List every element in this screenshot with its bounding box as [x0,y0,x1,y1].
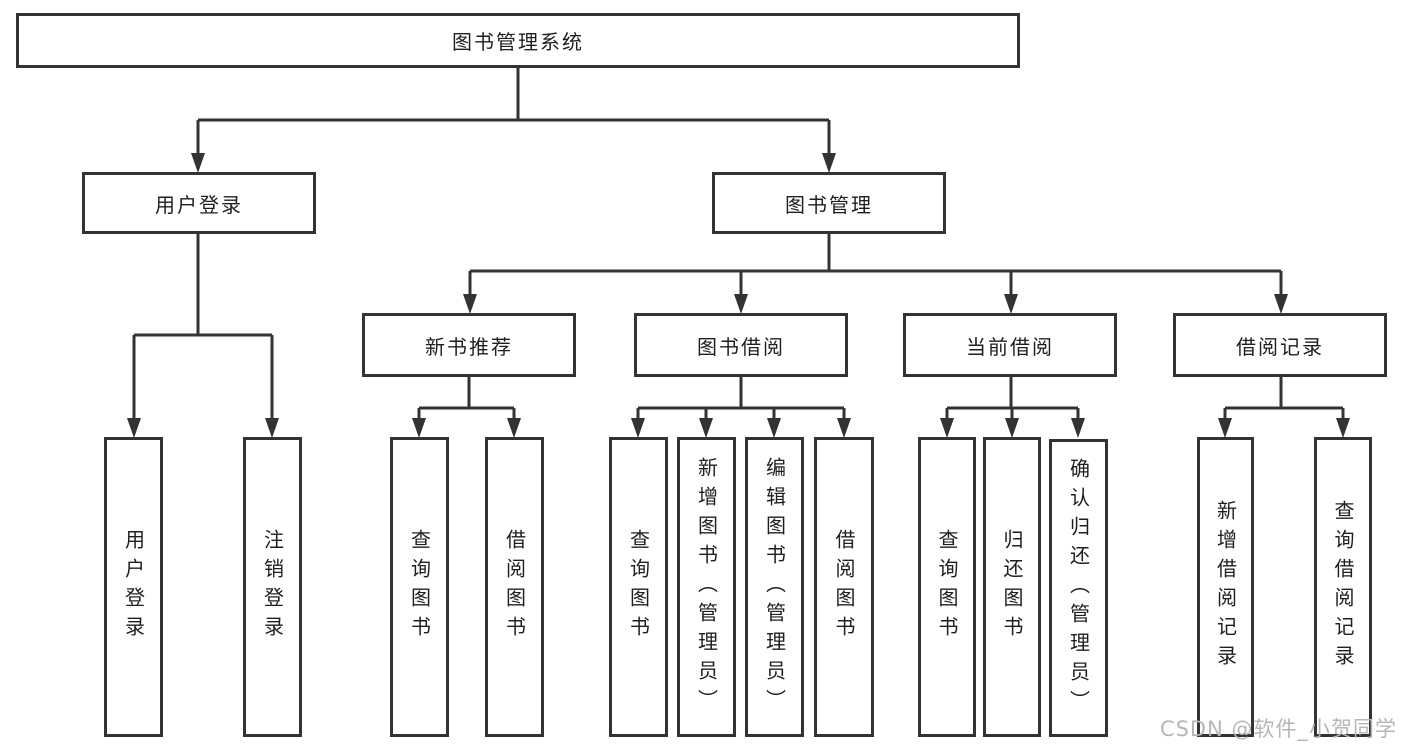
arrowhead-bb-add [699,418,713,438]
connector-current-borrow-children [945,377,1080,421]
arrowhead-new-books [463,294,477,314]
node-book-management: 图书管理 [712,172,946,234]
leaf-bb-add-books-admin-label: 新增图书（管理员） [694,456,719,718]
connector-book-borrow-children [636,377,846,421]
connector-management-children [468,234,1283,297]
leaf-br-add-record-label: 新增借阅记录 [1213,500,1238,674]
leaf-cb-confirm-return-admin: 确认归还（管理员） [1049,439,1108,737]
leaf-bb-borrow-books: 借阅图书 [814,437,874,737]
node-user-login-label: 用户登录 [155,192,243,217]
arrowhead-bb-query [631,418,645,438]
node-new-book-recommend-label: 新书推荐 [425,334,513,359]
arrowhead-nb-borrow [507,418,521,438]
arrowhead-book-management [822,153,836,173]
leaf-bb-query-books-label: 查询图书 [626,529,651,645]
node-new-book-recommend: 新书推荐 [362,313,576,377]
node-borrow-records-label: 借阅记录 [1236,334,1324,359]
node-user-login: 用户登录 [82,172,316,234]
leaf-br-query-record: 查询借阅记录 [1314,437,1372,737]
node-current-borrow: 当前借阅 [903,313,1117,377]
connector-new-books-children [417,377,516,421]
leaf-nb-query-books: 查询图书 [390,437,449,737]
arrowhead-cb-query [940,418,954,438]
node-root-system: 图书管理系统 [16,13,1020,68]
leaf-cb-query-books-label: 查询图书 [935,529,959,645]
leaf-user-login: 用户登录 [104,437,163,737]
leaf-bb-add-books-admin: 新增图书（管理员） [677,437,736,737]
arrowhead-bb-borrow [837,418,851,438]
arrowhead-bb-edit [767,418,781,438]
node-book-borrow: 图书借阅 [634,313,848,377]
arrowhead-borrow-records [1274,294,1288,314]
leaf-user-login-label: 用户登录 [121,529,146,645]
arrowhead-br-add [1218,418,1232,438]
leaf-cb-return-books-label: 归还图书 [1000,529,1024,645]
arrowhead-nb-query [412,418,426,438]
leaf-br-query-record-label: 查询借阅记录 [1331,500,1355,674]
node-root-label: 图书管理系统 [452,30,584,54]
leaf-br-add-record: 新增借阅记录 [1197,437,1254,737]
leaf-nb-query-books-label: 查询图书 [407,529,432,645]
arrowhead-br-query [1336,418,1350,438]
leaf-nb-borrow-books-label: 借阅图书 [502,529,527,645]
node-borrow-records: 借阅记录 [1173,313,1387,377]
leaf-bb-edit-books-admin-label: 编辑图书（管理员） [762,456,787,718]
csdn-watermark: CSDN @软件_小贺同学 [1159,717,1397,741]
leaf-nb-borrow-books: 借阅图书 [485,437,544,737]
leaf-cb-confirm-return-admin-label: 确认归还（管理员） [1066,457,1091,719]
leaf-bb-query-books: 查询图书 [609,437,668,737]
node-book-management-label: 图书管理 [785,192,873,217]
arrowhead-user-login [191,153,205,173]
leaf-bb-borrow-books-label: 借阅图书 [832,529,856,645]
arrowhead-current-borrow [1004,294,1018,314]
leaf-logout-label: 注销登录 [260,529,285,645]
leaf-cb-query-books: 查询图书 [918,437,976,737]
node-book-borrow-label: 图书借阅 [697,334,785,359]
connector-user-login-children [132,234,274,421]
arrowhead-cb-confirm [1071,418,1085,438]
leaf-bb-edit-books-admin: 编辑图书（管理员） [745,437,804,737]
node-current-borrow-label: 当前借阅 [966,334,1054,359]
leaf-cb-return-books: 归还图书 [983,437,1041,737]
arrowhead-book-borrow [734,294,748,314]
arrowhead-leaf-login [127,418,141,438]
arrowhead-cb-return [1005,418,1019,438]
leaf-logout: 注销登录 [243,437,302,737]
connector-root-to-level2 [196,68,831,156]
connector-borrow-records-children [1223,377,1345,421]
arrowhead-leaf-logout [265,418,279,438]
